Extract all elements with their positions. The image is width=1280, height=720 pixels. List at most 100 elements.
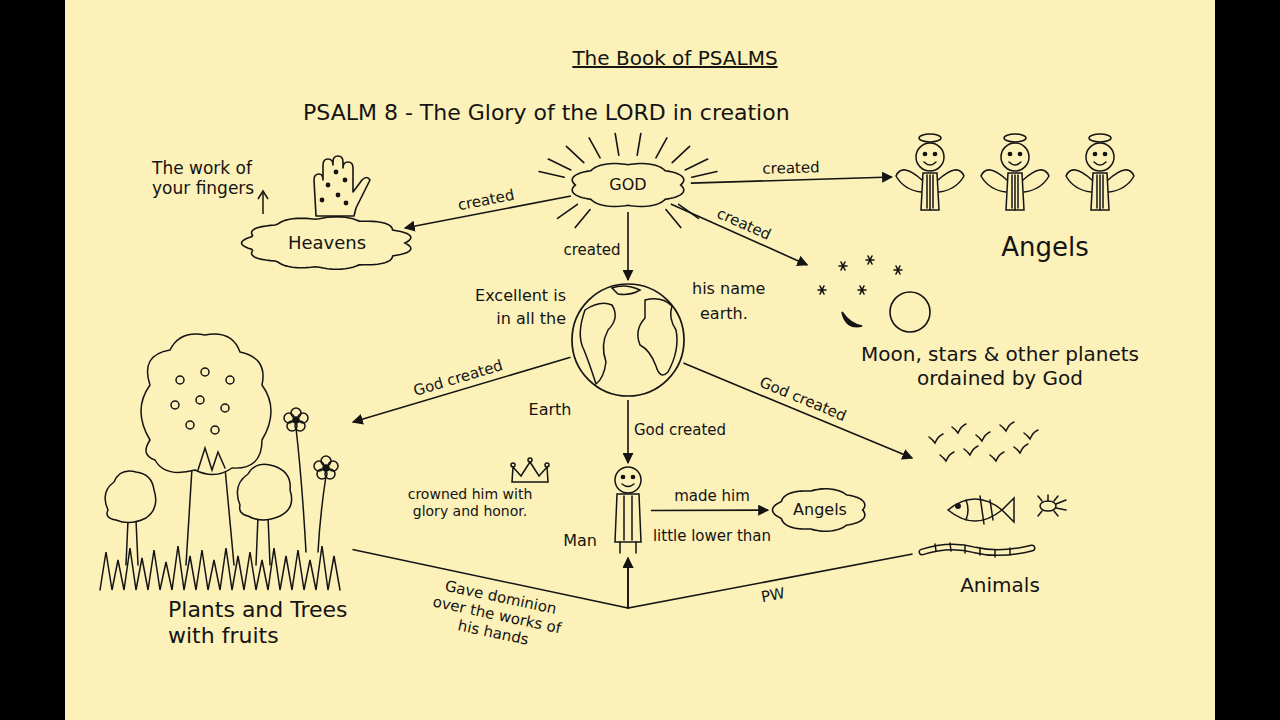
man-figure — [615, 467, 641, 493]
man-figure — [621, 475, 624, 478]
connector-arrow — [628, 554, 913, 608]
animal-drawings — [1056, 500, 1066, 510]
hand-drawing — [344, 201, 347, 204]
crown-drawing — [511, 458, 549, 482]
animal-drawings — [964, 446, 978, 455]
edge-label: God created — [631, 421, 729, 439]
god-rays — [637, 134, 641, 156]
trees-and-plants — [318, 476, 326, 552]
angel-figures — [927, 175, 933, 210]
angel-figures — [1108, 170, 1134, 192]
annotation-text: Excellent is — [446, 286, 566, 305]
animal-drawings — [940, 452, 954, 461]
animal-drawings — [976, 432, 990, 441]
crown-drawing — [528, 458, 532, 462]
god-rays — [566, 146, 583, 162]
trees-and-plants — [100, 546, 340, 590]
node-label: Angels — [965, 232, 1125, 263]
trees-and-plants — [100, 334, 340, 590]
heavens-cloud: Heavens — [240, 215, 415, 271]
trees-and-plants — [221, 404, 229, 412]
animal-drawings — [1014, 444, 1028, 453]
angel-figures — [1093, 152, 1096, 155]
connector-arrow — [353, 357, 571, 422]
angel-figures — [923, 152, 926, 155]
edge-label: made him — [671, 487, 753, 505]
connector-arrow — [627, 400, 629, 463]
angel-figures — [1012, 175, 1018, 210]
angel-figures — [1094, 162, 1106, 165]
hand-drawing — [326, 183, 329, 186]
angel-figures — [1066, 134, 1134, 210]
annotation-text: his name — [692, 279, 765, 298]
trees-and-plants — [323, 465, 329, 471]
trees-and-plants — [196, 396, 204, 404]
hand-drawing — [314, 156, 370, 216]
angel-figures — [921, 173, 939, 210]
moon-and-stars — [818, 256, 930, 332]
edge-label: God created — [409, 355, 508, 400]
man-figure — [624, 496, 632, 540]
animal-drawings — [1000, 422, 1014, 431]
god-rays — [539, 172, 564, 178]
cloud-outline — [240, 215, 415, 271]
man-figure — [615, 494, 641, 542]
edge-label: created — [759, 158, 823, 178]
moon-and-stars — [818, 286, 826, 294]
plants-group: Plants and Trees with fruits — [95, 330, 350, 592]
angel-figures — [919, 134, 941, 142]
trees-and-plants — [186, 421, 194, 429]
cloud-outline — [568, 161, 688, 209]
cloud-outline — [241, 217, 410, 270]
edge-label: created — [453, 185, 518, 215]
angel-figures — [1018, 152, 1021, 155]
leader-arrow — [258, 191, 268, 214]
animal-drawings — [1038, 495, 1058, 516]
moon-stars-group: Moon, stars & other planets ordained by … — [810, 250, 935, 338]
angel-figures — [896, 134, 1134, 210]
man-figure — [620, 542, 636, 553]
trees-and-plants — [141, 334, 271, 475]
angel-figures — [924, 162, 936, 165]
moon-and-stars — [866, 256, 874, 264]
man-figure — [622, 484, 634, 487]
edge-label: created — [711, 202, 776, 244]
angel-figures — [1004, 134, 1026, 142]
leader-arrow — [258, 191, 268, 199]
connector-arrow — [651, 509, 768, 511]
angel-figures — [1089, 134, 1111, 142]
connector-arrow — [671, 204, 807, 265]
angel-figures — [938, 170, 964, 192]
hand-drawing — [320, 198, 323, 201]
angel-figures — [896, 170, 922, 192]
connector-arrow — [352, 550, 628, 608]
edge-label: God created — [754, 371, 852, 425]
crown-drawing — [545, 463, 549, 467]
man-figure — [631, 475, 634, 478]
annotation-text: earth. — [700, 304, 748, 323]
cloud-outline — [773, 489, 865, 531]
god-cloud: GOD — [568, 161, 688, 209]
god-rays — [685, 159, 708, 170]
trees-and-plants — [256, 516, 270, 565]
trees-and-plants — [226, 376, 234, 384]
animal-drawings — [952, 424, 966, 433]
angel-figures — [916, 143, 944, 171]
hand-drawing — [336, 193, 339, 196]
angel-figures — [1066, 170, 1092, 192]
annotation-text: crowned him with glory and honor. — [390, 486, 550, 520]
god-rays — [656, 138, 667, 158]
node-label: Heavens — [288, 232, 366, 254]
cloud-outline — [771, 487, 869, 533]
node-label: Angels — [793, 500, 847, 519]
angel-figures — [981, 170, 1007, 192]
annotation-text: The work of your fingers — [152, 158, 260, 199]
animal-drawings — [935, 543, 1010, 557]
hand-drawing — [334, 170, 337, 173]
god-rays — [539, 134, 717, 228]
angel-figures — [1001, 143, 1029, 171]
cloud-outline — [572, 164, 684, 207]
animal-drawings — [922, 547, 1032, 553]
page-title: The Book of PSALMS — [572, 46, 777, 70]
